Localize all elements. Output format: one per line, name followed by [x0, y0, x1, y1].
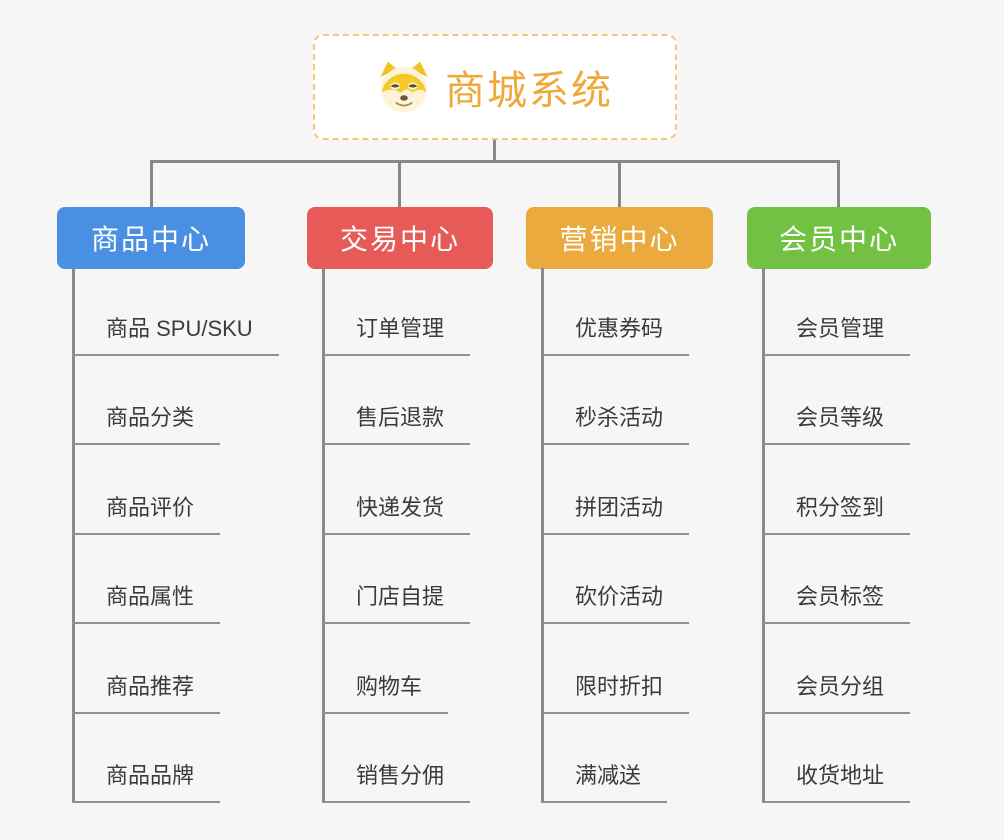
- topic-node[interactable]: 订单管理: [322, 314, 471, 356]
- branch-trunk-marketing: [541, 268, 544, 803]
- topic-node[interactable]: 收货地址: [762, 761, 911, 803]
- topic-node[interactable]: 会员分组: [762, 672, 911, 714]
- topic-node[interactable]: 会员管理: [762, 314, 911, 356]
- branch-trunk-trade: [322, 268, 325, 803]
- topic-node[interactable]: 限时折扣: [541, 672, 690, 714]
- topic-node[interactable]: 会员等级: [762, 403, 911, 445]
- topic-node[interactable]: 优惠券码: [541, 314, 690, 356]
- topic-node[interactable]: 拼团活动: [541, 493, 690, 535]
- topic-node[interactable]: 会员标签: [762, 582, 911, 624]
- doge-icon: [380, 61, 428, 113]
- branch-trunk-member: [762, 268, 765, 803]
- connector-root-drop: [493, 140, 496, 162]
- connector-drop-marketing: [618, 160, 621, 207]
- topic-node[interactable]: 积分签到: [762, 493, 911, 535]
- topic-node[interactable]: 快递发货: [322, 493, 471, 535]
- topic-node[interactable]: 购物车: [322, 672, 449, 714]
- branch-header-member[interactable]: 会员中心: [747, 207, 931, 269]
- connector-drop-product: [150, 160, 153, 207]
- connector-drop-member: [837, 160, 840, 207]
- topic-node[interactable]: 满减送: [541, 761, 668, 803]
- branch-header-product[interactable]: 商品中心: [57, 207, 245, 269]
- topic-node[interactable]: 商品评价: [72, 493, 221, 535]
- topic-node[interactable]: 门店自提: [322, 582, 471, 624]
- branch-header-trade[interactable]: 交易中心: [307, 207, 493, 269]
- root-node[interactable]: 商城系统: [313, 34, 677, 140]
- topic-node[interactable]: 商品推荐: [72, 672, 221, 714]
- root-title: 商城系统: [445, 69, 613, 113]
- connector-drop-trade: [398, 160, 401, 207]
- topic-node[interactable]: 商品品牌: [72, 761, 221, 803]
- connector-horizontal-bar: [150, 160, 840, 163]
- branch-trunk-product: [72, 268, 75, 803]
- topic-node[interactable]: 砍价活动: [541, 582, 690, 624]
- topic-node[interactable]: 售后退款: [322, 403, 471, 445]
- branch-header-marketing[interactable]: 营销中心: [526, 207, 713, 269]
- topic-node[interactable]: 秒杀活动: [541, 403, 690, 445]
- topic-node[interactable]: 商品属性: [72, 582, 221, 624]
- topic-node[interactable]: 销售分佣: [322, 761, 471, 803]
- topic-node[interactable]: 商品分类: [72, 403, 221, 445]
- topic-node[interactable]: 商品 SPU/SKU: [72, 314, 279, 356]
